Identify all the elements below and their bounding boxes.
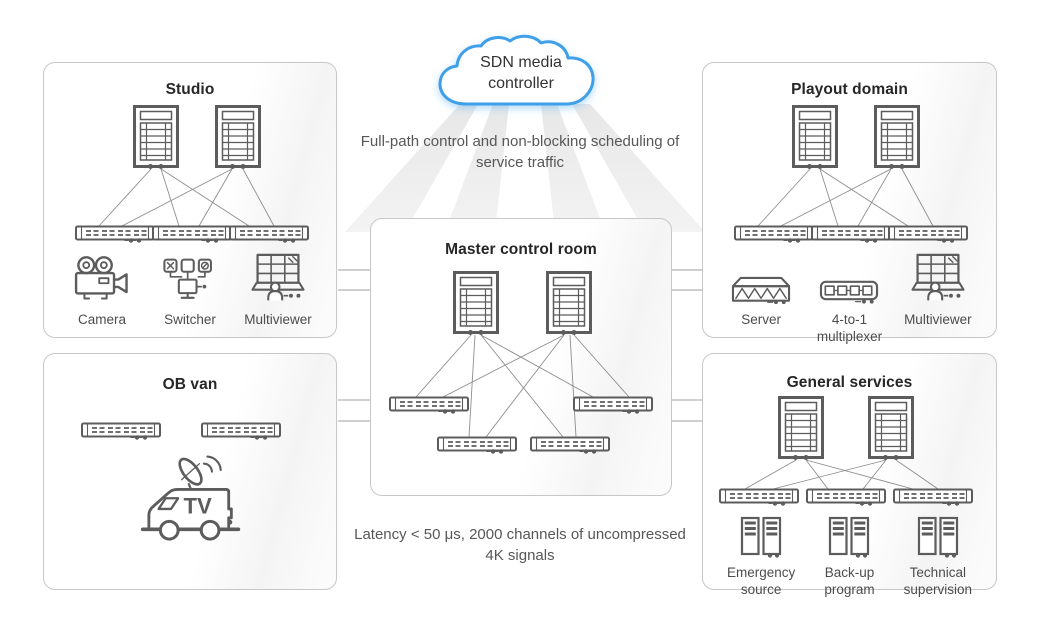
panel-playout-domain: Playout domain Server 4-to-1 multiplexer… xyxy=(702,62,997,344)
panel-title: Studio xyxy=(165,81,215,98)
core-switch-icon xyxy=(792,105,838,169)
core-switch-icon xyxy=(546,271,592,335)
panel-title: Playout domain xyxy=(791,81,908,98)
master-network-diagram xyxy=(389,271,653,454)
cloud-icon xyxy=(438,34,595,106)
edge-switch-icon xyxy=(719,488,799,506)
panel-general-services: General services Emergency source Back-u… xyxy=(702,353,997,597)
device-label: Multiviewer xyxy=(244,312,312,327)
link-obvan-master-2 xyxy=(338,420,370,422)
tv-van-icon xyxy=(140,452,336,546)
device-camera: Camera xyxy=(58,253,146,329)
device-label: Technical supervision xyxy=(903,565,972,597)
device-switcher: Switcher xyxy=(146,253,234,329)
control-caption: Full-path control and non-blocking sched… xyxy=(360,133,680,171)
device-technical-supervision: Technical supervision xyxy=(894,514,982,599)
edge-switch-icon xyxy=(893,488,973,506)
link-master-general-1 xyxy=(672,399,702,401)
multiplexer-icon xyxy=(819,253,879,305)
core-switch-icon xyxy=(778,396,824,460)
panel-title: OB van xyxy=(162,376,218,393)
equipment-rack-icon xyxy=(828,514,870,558)
edge-switch-icon xyxy=(811,225,891,243)
panel-master-control-room: Master control room xyxy=(370,218,672,496)
multiviewer-icon xyxy=(910,253,966,305)
device-server: Server xyxy=(717,253,805,346)
core-switch-icon xyxy=(874,105,920,169)
panel-title: General services xyxy=(786,374,913,391)
multiviewer-icon xyxy=(250,253,306,305)
general-network-diagram xyxy=(719,396,973,506)
edge-switch-icon xyxy=(530,436,610,454)
edge-switch-icon xyxy=(81,422,161,440)
core-switch-icon xyxy=(868,396,914,460)
edge-switch-icon xyxy=(201,422,281,440)
edge-switch-icon xyxy=(573,396,653,414)
switcher-icon xyxy=(163,253,217,305)
device-label: Emergency source xyxy=(727,565,796,597)
device-label: Camera xyxy=(77,312,126,327)
general-devices: Emergency source Back-up program Technic… xyxy=(717,514,982,599)
link-master-general-2 xyxy=(672,420,702,422)
edge-switch-icon xyxy=(389,396,469,414)
panel-ob-van: OB van xyxy=(43,353,337,590)
device-multiviewer: Multiviewer xyxy=(234,253,322,329)
latency-caption: Latency < 50 μs, 2000 channels of uncomp… xyxy=(354,526,686,564)
equipment-rack-icon xyxy=(740,514,782,558)
obvan-network-diagram xyxy=(81,422,281,440)
equipment-rack-icon xyxy=(917,514,959,558)
core-switch-icon xyxy=(133,105,179,169)
edge-switch-icon xyxy=(888,225,968,243)
device-label: Switcher xyxy=(164,312,216,327)
panel-title: Master control room xyxy=(445,241,597,258)
device-multiviewer: Multiviewer xyxy=(894,253,982,346)
core-switch-icon xyxy=(215,105,261,169)
edge-switch-icon xyxy=(806,488,886,506)
edge-switch-icon xyxy=(75,225,155,243)
panel-studio: Studio Camera Switcher Multiviewer xyxy=(43,62,337,338)
link-master-playout-2 xyxy=(672,289,702,291)
edge-switch-icon xyxy=(734,225,814,243)
link-master-playout-1 xyxy=(672,269,702,271)
device-backup-program: Back-up program xyxy=(805,514,893,599)
link-studio-master-1 xyxy=(338,269,370,271)
edge-switch-icon xyxy=(229,225,309,243)
server-icon xyxy=(731,253,791,305)
edge-switch-icon xyxy=(152,225,232,243)
cloud-rays xyxy=(345,104,705,232)
device-multiplexer: 4-to-1 multiplexer xyxy=(805,253,893,346)
core-switch-icon xyxy=(453,271,499,335)
playout-devices: Server 4-to-1 multiplexer Multiviewer xyxy=(717,253,982,346)
device-label: 4-to-1 multiplexer xyxy=(816,312,883,344)
device-emergency-source: Emergency source xyxy=(717,514,805,599)
link-obvan-master-1 xyxy=(338,399,370,401)
cloud-label: SDN media controller xyxy=(480,54,562,93)
playout-network-diagram xyxy=(734,105,968,243)
device-label: Multiviewer xyxy=(904,312,972,327)
device-label: Back-up program xyxy=(824,565,875,597)
studio-network-diagram xyxy=(75,105,309,243)
edge-switch-icon xyxy=(437,436,517,454)
camera-icon xyxy=(74,253,130,305)
studio-devices: Camera Switcher Multiviewer xyxy=(58,253,322,329)
device-label: Server xyxy=(741,312,782,327)
link-studio-master-2 xyxy=(338,289,370,291)
